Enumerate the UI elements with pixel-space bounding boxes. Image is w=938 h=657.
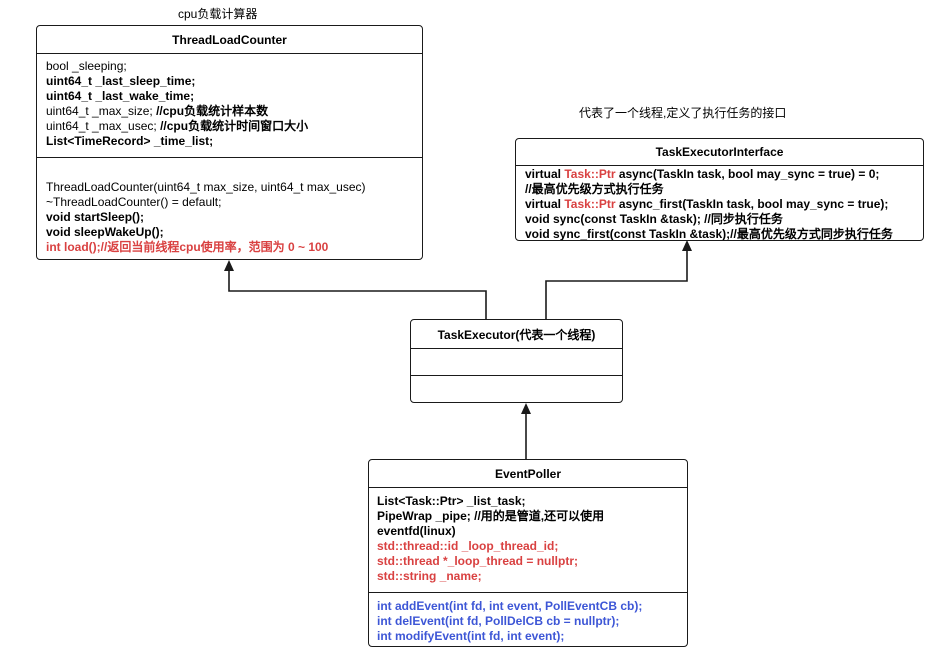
attr-max-usec-comment: //cpu负载统计时间窗口大小 (160, 119, 309, 133)
connector-taskexecutor-to-interface (545, 250, 688, 319)
task-executor-methods (411, 375, 622, 402)
task-executor-class[interactable]: TaskExecutor(代表一个线程) (410, 319, 623, 403)
thread-load-counter-class[interactable]: ThreadLoadCounter bool _sleeping; uint64… (36, 25, 423, 260)
task-executor-title: TaskExecutor(代表一个线程) (411, 320, 622, 349)
method-constructor: ThreadLoadCounter(uint64_t max_size, uin… (46, 180, 366, 194)
method-sync: void sync(const TaskIn &task); //同步执行任务 (525, 212, 783, 226)
attr-pipe: PipeWrap _pipe; //用的是管道,还可以使用 (377, 509, 605, 523)
attr-pipe-continued: eventfd(linux) (377, 524, 456, 538)
attr-time-list: List<TimeRecord> _time_list; (46, 134, 214, 148)
method-add-event: int addEvent(int fd, int event, PollEven… (377, 599, 643, 613)
method-async-return-type: Task::Ptr (564, 167, 616, 181)
method-async-first-prefix: virtual (525, 197, 565, 211)
attr-max-size: uint64_t _max_size; //cpu负载统计样本数 (46, 104, 422, 119)
arrowhead-threadloadcounter (224, 260, 234, 271)
event-poller-attributes: List<Task::Ptr> _list_task; PipeWrap _pi… (369, 488, 687, 592)
attr-name: std::string _name; (377, 569, 482, 583)
arrowhead-taskexecutor (521, 403, 531, 414)
attr-max-usec-decl: uint64_t _max_usec; (46, 119, 161, 133)
method-async-signature: async(TaskIn task, bool may_sync = true)… (615, 167, 880, 181)
method-async: virtual Task::Ptr async(TaskIn task, boo… (525, 167, 923, 182)
thread-load-counter-caption: cpu负载计算器 (178, 7, 258, 21)
attr-loop-thread-id: std::thread::id _loop_thread_id; (377, 539, 559, 553)
method-load: int load();//返回当前线程cpu使用率，范围为 0 ~ 100 (46, 240, 329, 254)
attr-max-usec: uint64_t _max_usec; //cpu负载统计时间窗口大小 (46, 119, 422, 134)
attr-last-wake-time: uint64_t _last_wake_time; (46, 89, 195, 103)
event-poller-title: EventPoller (369, 460, 687, 488)
attr-max-size-comment: //cpu负载统计样本数 (156, 104, 269, 118)
attr-list-task: List<Task::Ptr> _list_task; (377, 494, 526, 508)
task-executor-interface-title: TaskExecutorInterface (516, 139, 923, 166)
event-poller-class[interactable]: EventPoller List<Task::Ptr> _list_task; … (368, 459, 688, 647)
attr-loop-thread: std::thread *_loop_thread = nullptr; (377, 554, 579, 568)
method-async-prefix: virtual (525, 167, 565, 181)
method-del-event: int delEvent(int fd, PollDelCB cb = null… (377, 614, 620, 628)
task-executor-interface-class[interactable]: TaskExecutorInterface virtual Task::Ptr … (515, 138, 924, 241)
method-async-first: virtual Task::Ptr async_first(TaskIn tas… (525, 197, 923, 212)
task-executor-interface-members: virtual Task::Ptr async(TaskIn task, boo… (516, 166, 923, 241)
thread-load-counter-title: ThreadLoadCounter (37, 26, 422, 54)
method-sync-first: void sync_first(const TaskIn &task);//最高… (525, 227, 893, 241)
task-executor-interface-caption: 代表了一个线程,定义了执行任务的接口 (579, 106, 787, 120)
method-sleep-wake-up: void sleepWakeUp(); (46, 225, 164, 239)
arrowhead-interface (682, 240, 692, 251)
connector-taskexecutor-to-threadloadcounter (228, 270, 487, 319)
thread-load-counter-attributes: bool _sleeping; uint64_t _last_sleep_tim… (37, 54, 422, 157)
attr-last-sleep-time: uint64_t _last_sleep_time; (46, 74, 196, 88)
task-executor-attributes (411, 349, 622, 375)
method-start-sleep: void startSleep(); (46, 210, 145, 224)
method-destructor: ~ThreadLoadCounter() = default; (46, 195, 222, 209)
thread-load-counter-methods: ThreadLoadCounter(uint64_t max_size, uin… (37, 157, 422, 255)
comment-highest-priority: //最高优先级方式执行任务 (525, 182, 664, 196)
method-async-first-signature: async_first(TaskIn task, bool may_sync =… (615, 197, 889, 211)
method-modify-event: int modifyEvent(int fd, int event); (377, 629, 565, 643)
attr-sleeping: bool _sleeping; (46, 59, 127, 73)
attr-max-size-decl: uint64_t _max_size; (46, 104, 157, 118)
event-poller-methods: int addEvent(int fd, int event, PollEven… (369, 592, 687, 644)
method-async-first-return-type: Task::Ptr (564, 197, 616, 211)
